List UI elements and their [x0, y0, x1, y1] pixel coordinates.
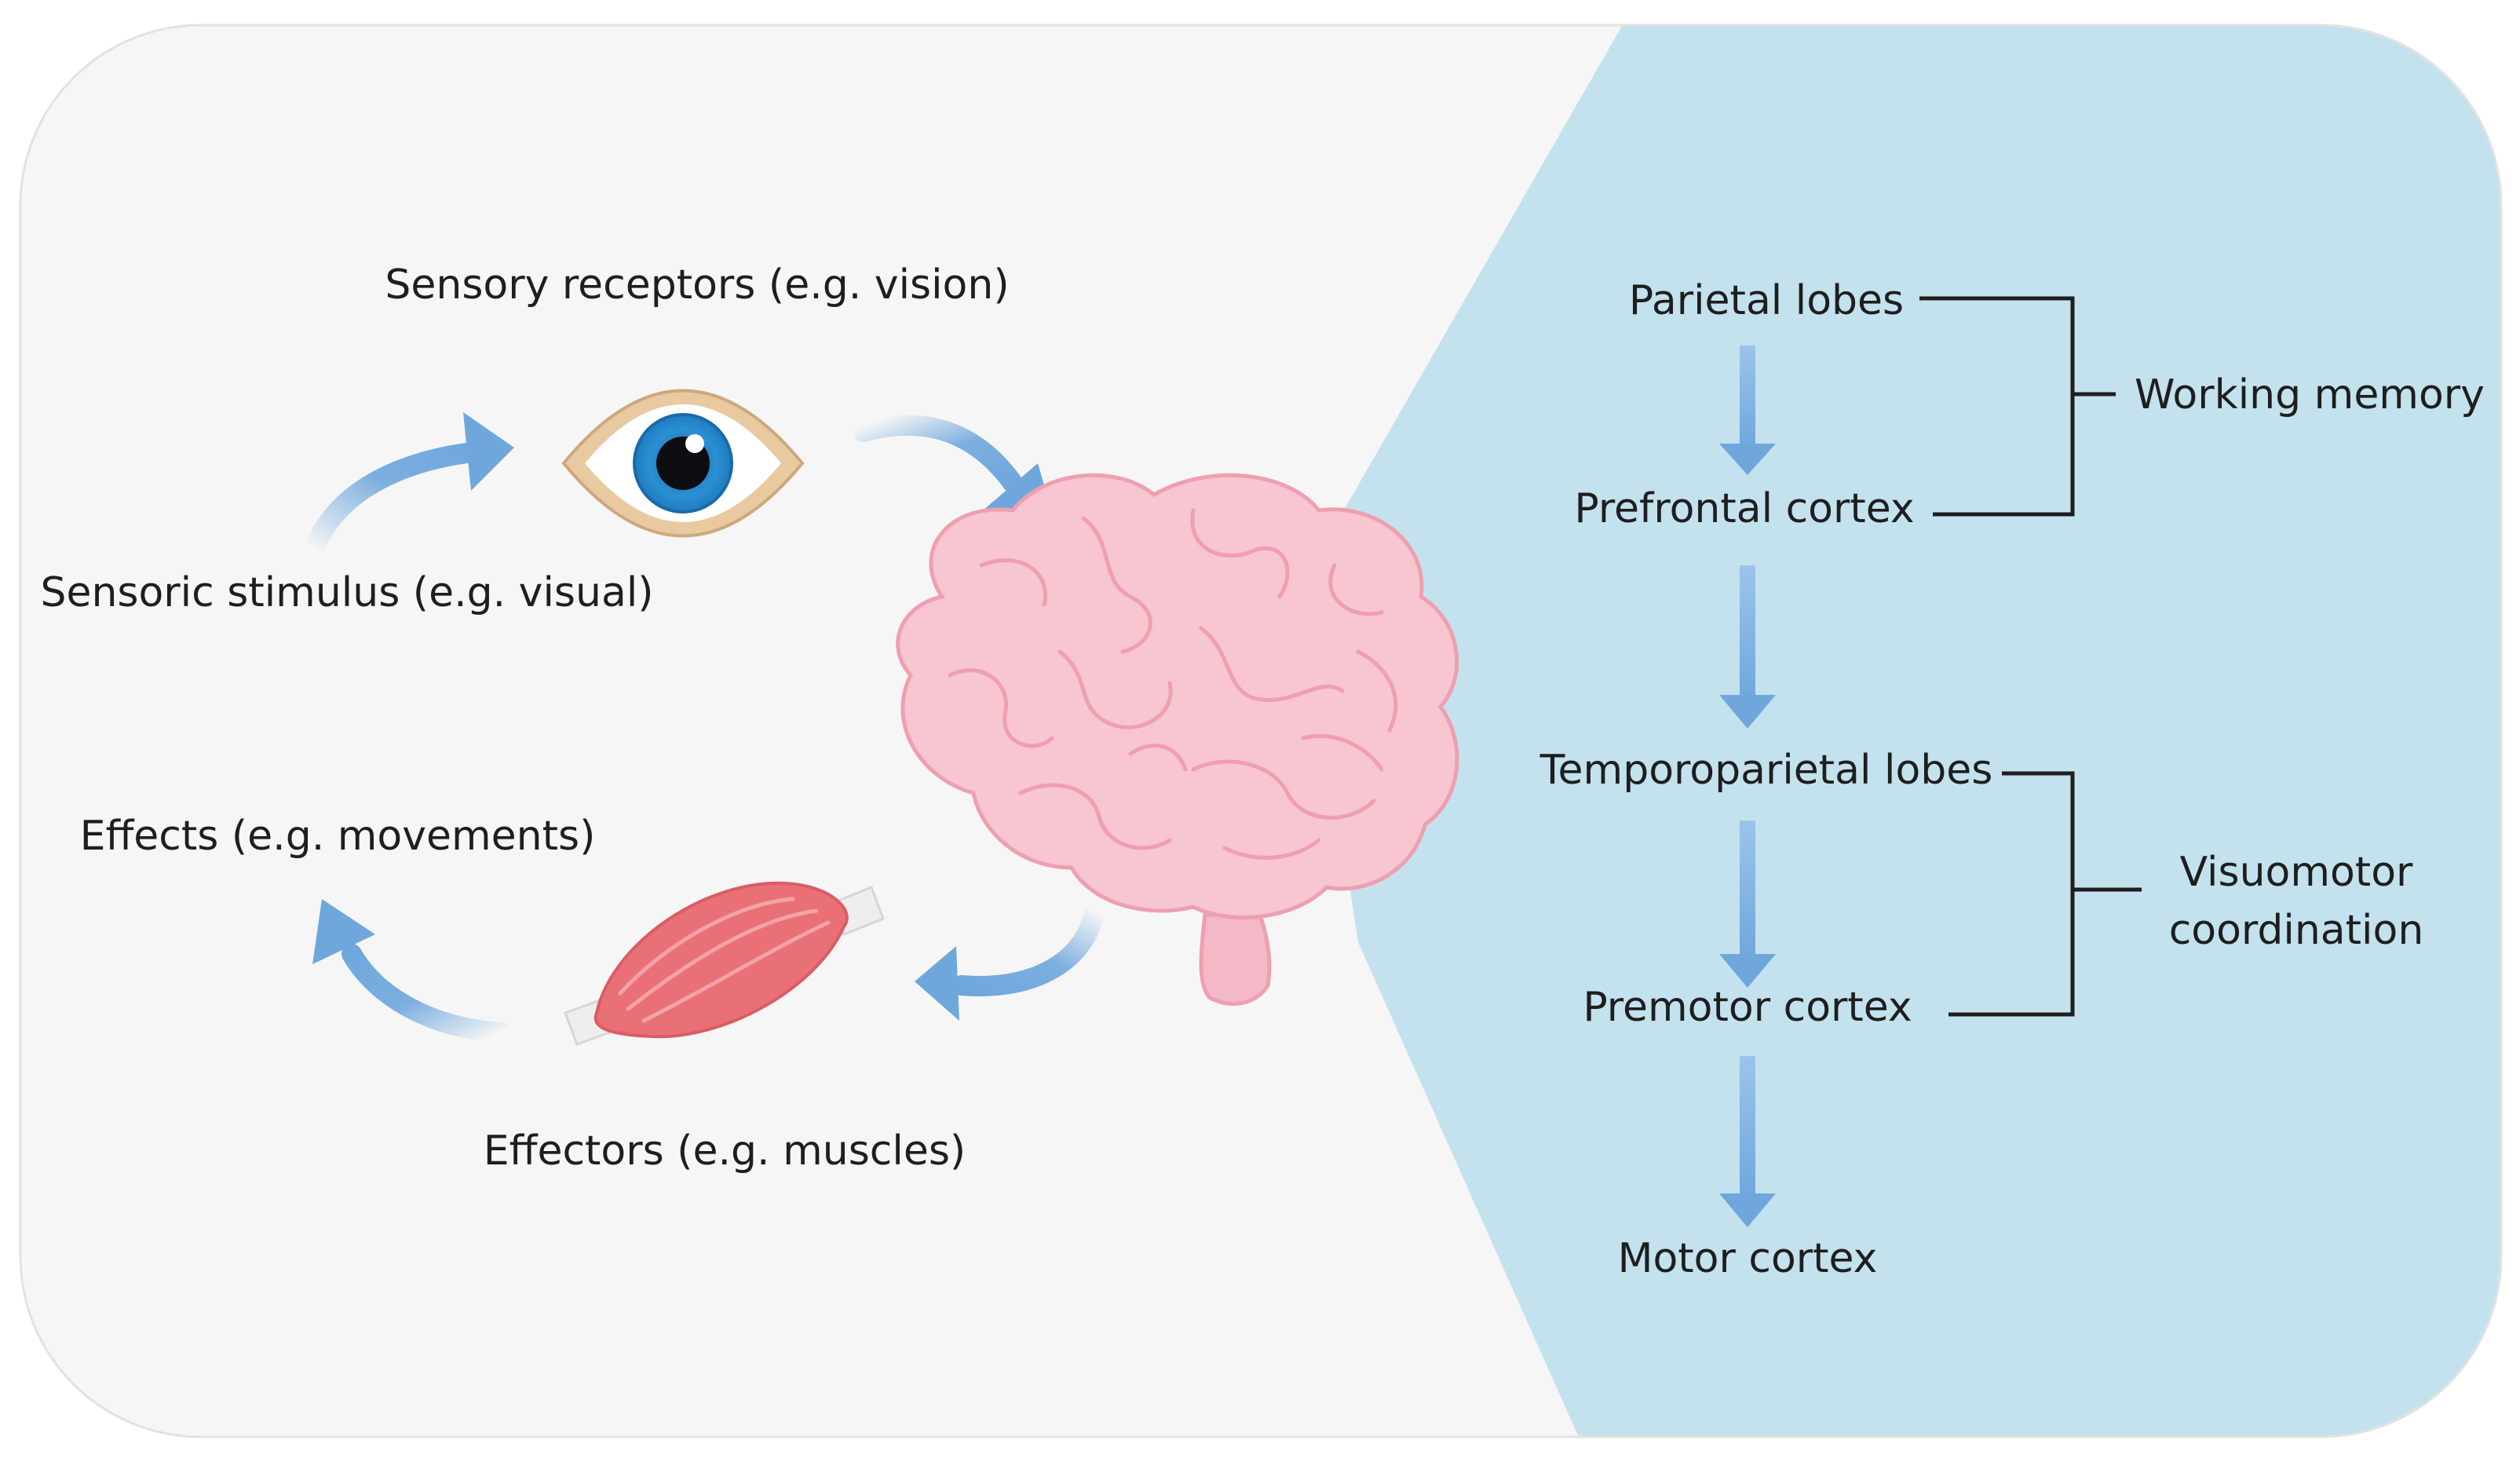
arrow-temporoparietal-to-premotor	[1719, 821, 1776, 988]
right-panel-background	[1303, 25, 2501, 1437]
prefrontal-cortex-label: Prefrontal cortex	[1574, 485, 1914, 532]
coordination-label: coordination	[2169, 907, 2424, 954]
arrow-premotor-to-motor	[1719, 1056, 1776, 1227]
arrow-parietal-to-prefrontal	[1719, 345, 1776, 475]
brain-icon	[896, 473, 1459, 1006]
card-border	[19, 24, 2503, 1438]
effects-label: Effects (e.g. movements)	[80, 813, 596, 860]
arrow-brain-to-muscle	[915, 901, 1105, 1021]
muscle-icon	[564, 881, 885, 1046]
arrow-muscle-to-effects	[312, 899, 513, 1043]
parietal-lobes-label: Parietal lobes	[1629, 277, 1904, 324]
visuomotor-label: Visuomotor	[2180, 849, 2413, 896]
sensory-receptors-label: Sensory receptors (e.g. vision)	[385, 261, 1009, 309]
visuomotor-coordination-bracket	[1948, 771, 2142, 1017]
motor-cortex-label: Motor cortex	[1618, 1235, 1878, 1282]
arrow-prefrontal-to-temporoparietal	[1719, 565, 1776, 729]
sensoric-stimulus-label: Sensoric stimulus (e.g. visual)	[40, 569, 653, 616]
temporoparietal-lobes-label: Temporoparietal lobes	[1539, 747, 1993, 794]
premotor-cortex-label: Premotor cortex	[1583, 984, 1912, 1031]
eye-icon	[561, 389, 805, 538]
effectors-label: Effectors (e.g. muscles)	[484, 1128, 966, 1175]
working-memory-bracket	[1919, 296, 2116, 517]
working-memory-label: Working memory	[2135, 371, 2485, 418]
arrow-stimulus-to-eye	[304, 412, 514, 560]
